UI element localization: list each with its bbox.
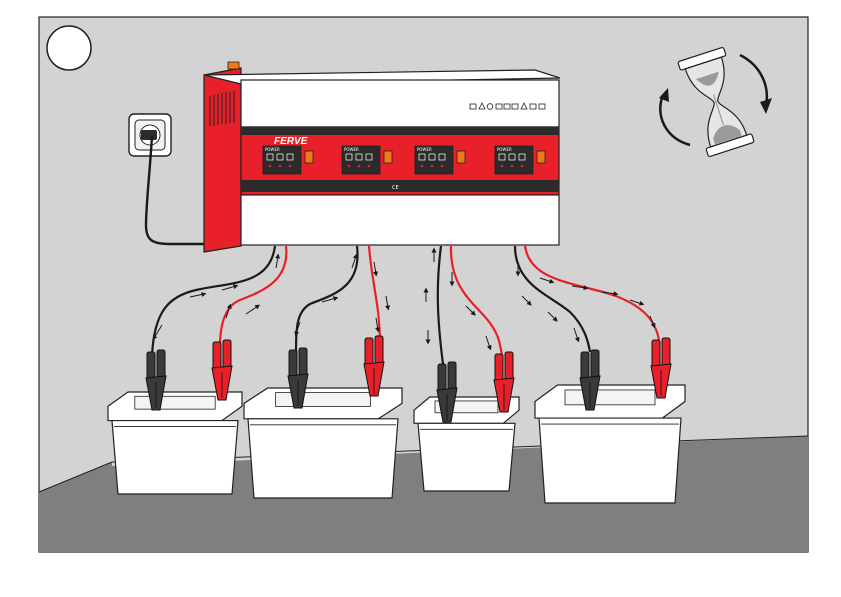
clamp-handle [223, 340, 231, 368]
module-label: POWER [417, 147, 432, 152]
clamp-handle [289, 350, 297, 378]
led-indicator [421, 165, 424, 168]
battery-body [418, 423, 515, 491]
clamp-handle [365, 338, 373, 366]
clamp-handle [652, 340, 660, 368]
clamp-handle [299, 348, 307, 376]
battery-body [248, 419, 398, 498]
module-label: POWER [265, 147, 280, 152]
led-indicator [279, 165, 282, 168]
module-label: POWER [344, 147, 359, 152]
clamp-handle [438, 364, 446, 392]
clamp-handle [157, 350, 165, 378]
led-indicator [358, 165, 361, 168]
battery-2 [244, 388, 402, 498]
led-indicator [289, 165, 292, 168]
module-switch [537, 151, 545, 163]
module-switch [305, 151, 313, 163]
battery-lid [135, 396, 215, 409]
clamp-handle [505, 352, 513, 380]
led-indicator [501, 165, 504, 168]
led-indicator [348, 165, 351, 168]
module-switch [457, 151, 465, 163]
battery-lid [565, 390, 655, 405]
vent-grille [210, 91, 234, 126]
battery-body [539, 418, 681, 503]
clamp-handle [375, 336, 383, 364]
circle-badge-icon [47, 26, 91, 70]
module-label: POWER [497, 147, 512, 152]
led-indicator [511, 165, 514, 168]
clamp-handle [213, 342, 221, 370]
brand-logo: FERVE [274, 136, 308, 147]
module-switch [384, 151, 392, 163]
clamp-handle [591, 350, 599, 378]
led-indicator [441, 165, 444, 168]
ce-mark: CE [392, 185, 399, 191]
led-indicator [431, 165, 434, 168]
led-indicator [368, 165, 371, 168]
battery-1 [108, 392, 242, 494]
battery-lid [276, 393, 371, 407]
led-indicator [521, 165, 524, 168]
clamp-handle [581, 352, 589, 380]
clamp-handle [495, 354, 503, 382]
battery-body [112, 421, 238, 494]
power-switch[interactable] [228, 62, 239, 69]
clamp-handle [448, 362, 456, 390]
led-indicator [269, 165, 272, 168]
battery-4 [535, 385, 685, 503]
clamp-handle [662, 338, 670, 366]
clamp-handle [147, 352, 155, 380]
